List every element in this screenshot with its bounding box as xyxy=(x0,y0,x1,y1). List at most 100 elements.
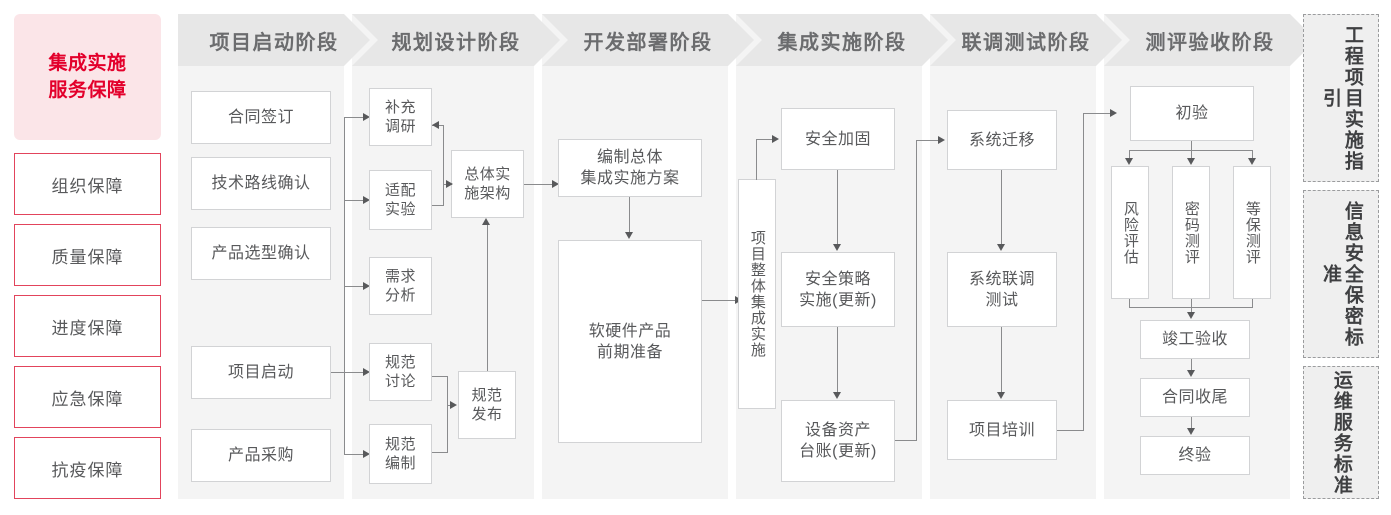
standard-label-ops-service: 运维服务标准 xyxy=(1330,369,1352,496)
guarantee-title-line2: 服务保障 xyxy=(48,80,127,101)
connector-initial-entry xyxy=(1083,113,1113,115)
connector-completion-to-closure xyxy=(1191,359,1193,370)
arrowhead-training-in xyxy=(997,392,1005,399)
arrowhead-architecture-in xyxy=(446,180,453,188)
arrowhead-architecture-from-release xyxy=(482,218,490,225)
node-tech-route-confirm[interactable]: 技术路线确认 xyxy=(191,157,331,210)
arrowhead-closure-in xyxy=(1187,370,1195,377)
guarantee-item-organization[interactable]: 组织保障 xyxy=(14,153,161,215)
connector-adaptation-out xyxy=(432,205,444,207)
node-requirement-analysis[interactable]: 需求 分析 xyxy=(369,257,432,315)
guarantee-item-schedule[interactable]: 进度保障 xyxy=(14,295,161,357)
connector-ledger-to-migration-v xyxy=(916,140,918,441)
phase-header-jointtest[interactable]: 联调测试阶段 xyxy=(930,14,1122,66)
node-spec-release[interactable]: 规范 发布 xyxy=(458,371,516,439)
connector-initial-down xyxy=(1191,141,1193,151)
connector-bus-to-supplement xyxy=(344,117,366,119)
connector-planning-merge-spine xyxy=(443,125,445,206)
node-security-hardening[interactable]: 安全加固 xyxy=(781,108,895,170)
node-security-policy-implementation[interactable]: 安全策略 实施(更新) xyxy=(781,252,895,327)
node-spec-drafting[interactable]: 规范 编制 xyxy=(369,424,432,484)
connector-planning-bus xyxy=(344,117,346,454)
connector-spec-merge-spine xyxy=(447,376,449,453)
node-adaptation-experiment[interactable]: 适配 实验 xyxy=(369,170,432,230)
connector-hardening-to-policy xyxy=(837,170,839,245)
connector-bus-to-requirement xyxy=(344,286,366,288)
guarantee-item-quality[interactable]: 质量保障 xyxy=(14,224,161,286)
connector-architecture-to-plan xyxy=(524,184,557,186)
node-product-procurement[interactable]: 产品采购 xyxy=(191,429,331,482)
node-system-joint-debug-test[interactable]: 系统联调 测试 xyxy=(947,252,1057,327)
connector-bus-to-adaptation xyxy=(344,200,366,202)
connector-release-to-architecture xyxy=(487,225,489,371)
connector-fanout-protection xyxy=(1252,150,1254,159)
arrowhead-migration-in xyxy=(938,136,945,144)
connector-protection-down xyxy=(1252,299,1254,308)
node-system-migration[interactable]: 系统迁移 xyxy=(947,110,1057,170)
connector-bus-to-spec-discuss xyxy=(344,372,366,374)
connector-plan-to-preparation xyxy=(629,197,631,233)
node-final-acceptance[interactable]: 终验 xyxy=(1140,436,1250,475)
arrowhead-spec-release-in xyxy=(450,401,457,409)
node-spec-discussion[interactable]: 规范 讨论 xyxy=(369,343,432,401)
node-product-selection-confirm[interactable]: 产品选型确认 xyxy=(191,227,331,280)
node-equipment-asset-ledger[interactable]: 设备资产 台账(更新) xyxy=(781,400,895,482)
connector-training-to-initial-h xyxy=(1057,430,1084,432)
connector-kickoff-to-bus xyxy=(331,372,345,374)
arrowhead-requirement xyxy=(363,282,370,290)
phase-header-deploy[interactable]: 开发部署阶段 xyxy=(542,14,754,66)
phase-header-acceptance[interactable]: 测评验收阶段 xyxy=(1104,14,1316,66)
arrowhead-spec-discuss xyxy=(363,368,370,376)
arrowhead-ledger-in xyxy=(833,392,841,399)
arrowhead-adaptation xyxy=(363,196,370,204)
connector-training-to-initial-v xyxy=(1083,113,1085,431)
connector-ledger-to-migration-h xyxy=(895,440,917,442)
connector-spec-draft-out xyxy=(432,452,448,454)
connector-spec-discuss-out xyxy=(432,376,448,378)
node-project-training[interactable]: 项目培训 xyxy=(947,400,1057,460)
arrowhead-protection-in xyxy=(1248,158,1256,165)
node-completion-acceptance[interactable]: 竣工验收 xyxy=(1140,320,1250,359)
connector-fanout-risk xyxy=(1129,150,1131,159)
arrowhead-hardening-in xyxy=(772,135,779,143)
guarantee-title: 集成实施 服务保障 xyxy=(14,14,161,140)
node-project-kickoff[interactable]: 项目启动 xyxy=(191,346,331,399)
connector-integration-to-hardening xyxy=(756,139,775,141)
node-contract-signing[interactable]: 合同签订 xyxy=(191,91,331,144)
standard-box-engineering-guideline[interactable]: 工程项目实施指引 xyxy=(1303,14,1379,182)
connector-preparation-to-integration xyxy=(702,300,738,302)
node-cryptography-evaluation[interactable]: 密码测评 xyxy=(1172,166,1210,299)
standard-box-security-confidentiality[interactable]: 信息安全保密标准 xyxy=(1303,190,1379,358)
connector-migration-to-jointtest xyxy=(1001,170,1003,245)
guarantee-item-epidemic[interactable]: 抗疫保障 xyxy=(14,437,161,499)
connector-closure-to-final xyxy=(1191,417,1193,428)
phase-header-planning[interactable]: 规划设计阶段 xyxy=(352,14,560,66)
arrowhead-crypto-in xyxy=(1187,158,1195,165)
node-contract-closure[interactable]: 合同收尾 xyxy=(1140,378,1250,417)
arrowhead-spec-draft xyxy=(363,450,370,458)
connector-fanout-crypto xyxy=(1191,150,1193,159)
guarantee-title-line1: 集成实施 xyxy=(48,53,127,74)
connector-merge-to-completion xyxy=(1191,299,1193,312)
node-overall-implementation-architecture[interactable]: 总体实 施架构 xyxy=(451,150,524,218)
node-supplementary-research[interactable]: 补充 调研 xyxy=(369,88,432,146)
node-hardware-software-preparation[interactable]: 软硬件产品 前期准备 xyxy=(558,240,702,443)
standard-label-engineering-guideline: 工程项目实施指引 xyxy=(1320,24,1363,172)
phase-header-start[interactable]: 项目启动阶段 xyxy=(178,14,370,66)
arrowhead-preparation-in xyxy=(625,232,633,239)
connector-policy-to-ledger xyxy=(837,327,839,393)
arrowhead-policy-in xyxy=(833,244,841,251)
node-overall-project-integration[interactable]: 项目整体集成实施 xyxy=(738,179,776,409)
standard-label-security-confidentiality: 信息安全保密标准 xyxy=(1320,200,1363,348)
standard-box-ops-service[interactable]: 运维服务标准 xyxy=(1303,366,1379,499)
phase-header-integrate[interactable]: 集成实施阶段 xyxy=(736,14,948,66)
arrowhead-jointtest-in xyxy=(997,244,1005,251)
node-initial-acceptance[interactable]: 初验 xyxy=(1130,86,1254,141)
node-compile-integration-plan[interactable]: 编制总体 集成实施方案 xyxy=(558,139,702,197)
node-classified-protection-evaluation[interactable]: 等保测评 xyxy=(1233,166,1271,299)
arrowhead-plan-in xyxy=(552,180,559,188)
arrowhead-risk-in xyxy=(1125,158,1133,165)
guarantee-item-emergency[interactable]: 应急保障 xyxy=(14,366,161,428)
node-risk-assessment[interactable]: 风险评估 xyxy=(1111,166,1149,299)
